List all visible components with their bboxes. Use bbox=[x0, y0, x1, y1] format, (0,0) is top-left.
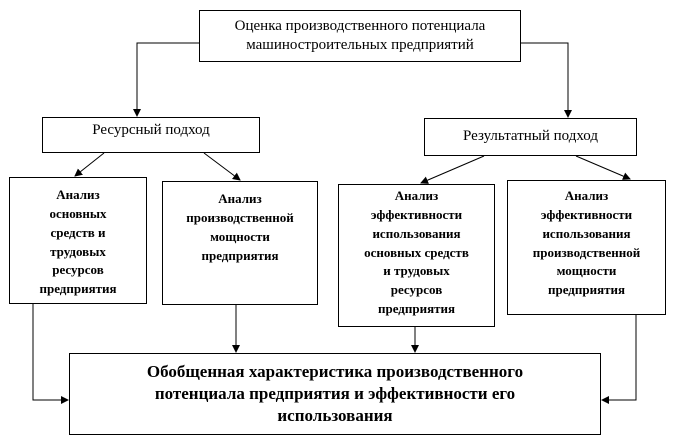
analysis2-line-2: производственной bbox=[186, 209, 294, 225]
analysis4-line-4: производственной bbox=[532, 244, 641, 260]
analysis1-line-1: Анализ bbox=[56, 187, 100, 202]
analysis2-line-3: мощности bbox=[210, 228, 270, 244]
analysis3-line-5: и трудовых bbox=[383, 263, 450, 279]
analysis1-line-3: средств и bbox=[50, 224, 106, 240]
analysis4-line-3: использования bbox=[542, 225, 631, 241]
top-line-2: машиностроительных предприятий bbox=[246, 37, 474, 53]
analysis3-line-6: ресурсов bbox=[390, 282, 443, 298]
analysis-assets-efficiency-box: Анализ эффективности использования основ… bbox=[338, 184, 495, 327]
resource-approach-label: Ресурсный подход bbox=[92, 122, 210, 138]
analysis3-line-1: Анализ bbox=[394, 188, 439, 203]
summary-characteristic-box: Обобщенная характеристика производственн… bbox=[69, 353, 601, 435]
analysis4-line-1: Анализ bbox=[564, 188, 609, 203]
arrow-top-to-result bbox=[521, 42, 572, 118]
analysis3-line-2: эффективности bbox=[370, 206, 463, 222]
arrow-analysis4-to-summary bbox=[601, 315, 637, 404]
analysis3-line-7: предприятия bbox=[377, 301, 456, 317]
summary-line-1: Обобщенная характеристика производственн… bbox=[146, 361, 524, 381]
analysis1-line-2: основных bbox=[49, 205, 107, 221]
result-approach-label: Результатный подход bbox=[463, 128, 598, 145]
top-evaluation-box: Оценка производственного потенциала маши… bbox=[199, 10, 521, 62]
arrow-analysis1-to-summary bbox=[32, 304, 69, 404]
analysis-capacity-efficiency-box: Анализ эффективности использования произ… bbox=[507, 180, 666, 315]
analysis3-line-3: использования bbox=[372, 225, 461, 241]
summary-line-2: потенциала предприятия и эффективности е… bbox=[154, 383, 516, 403]
analysis1-line-4: трудовых bbox=[50, 243, 106, 259]
analysis2-line-1: Анализ bbox=[218, 191, 262, 206]
resource-approach-box: Ресурсный подход bbox=[42, 117, 260, 153]
analysis-production-capacity-box: Анализ производственной мощности предпри… bbox=[162, 181, 318, 305]
analysis4-line-2: эффективности bbox=[540, 206, 633, 222]
arrow-resource-to-analysis1 bbox=[74, 152, 105, 177]
result-approach-box: Результатный подход bbox=[424, 118, 637, 156]
analysis2-line-4: предприятия bbox=[201, 247, 279, 263]
top-line-1: Оценка производственного потенциала bbox=[234, 17, 486, 34]
analysis-fixed-assets-box: Анализ основных средств и трудовых ресур… bbox=[9, 177, 147, 304]
summary-line-3: использования bbox=[277, 406, 393, 426]
arrow-result-to-analysis4 bbox=[575, 155, 631, 180]
arrow-top-to-resource bbox=[133, 42, 199, 117]
analysis4-line-5: мощности bbox=[556, 263, 617, 279]
analysis1-line-5: ресурсов bbox=[52, 262, 104, 278]
analysis3-line-4: основных средств bbox=[364, 244, 469, 260]
arrow-resource-to-analysis2 bbox=[203, 152, 241, 181]
analysis4-line-6: предприятия bbox=[547, 282, 626, 298]
arrow-result-to-analysis3 bbox=[420, 155, 485, 184]
analysis1-line-6: предприятия bbox=[39, 281, 117, 297]
